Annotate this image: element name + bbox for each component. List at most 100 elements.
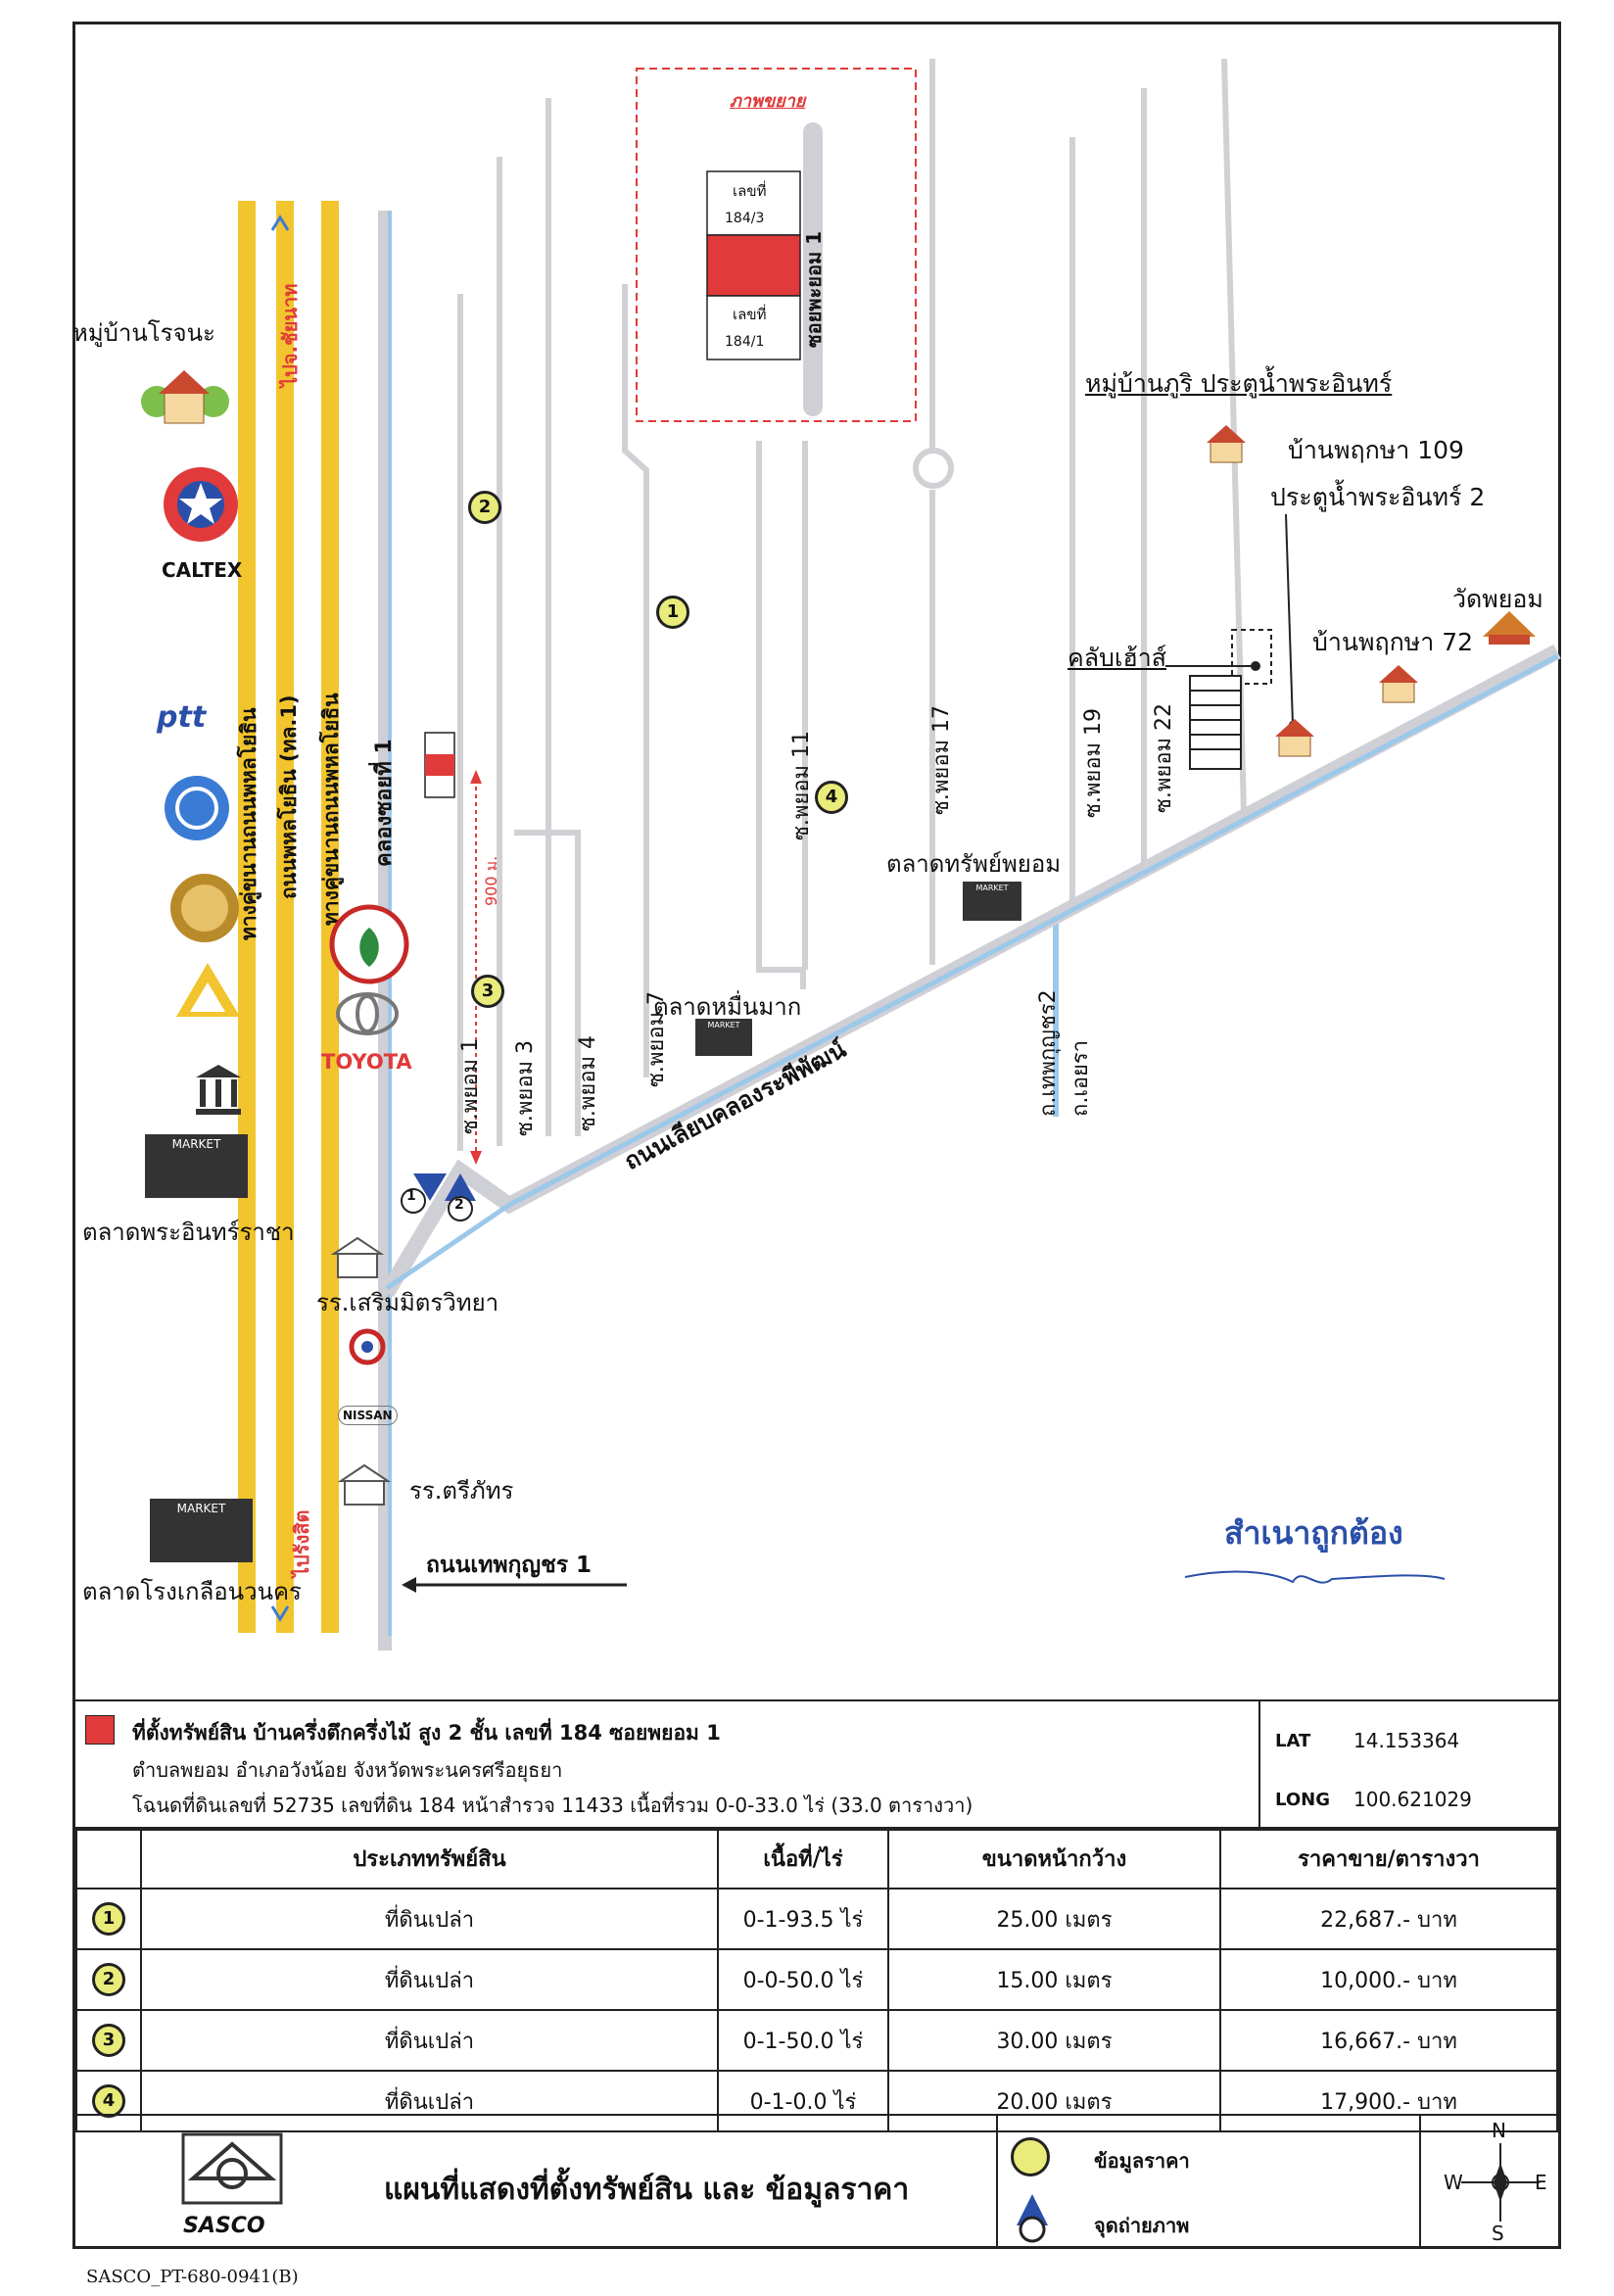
table-row: 2 ที่ดินเปล่า 0-0-50.0 ไร่ 15.00 เมตร 10…	[75, 1948, 1558, 2011]
legend-price-icon	[1011, 2137, 1050, 2176]
thep-kunchorn-1-label: ถนนเทพกุญชร 1	[426, 1553, 593, 1578]
house-icon-109	[1197, 421, 1256, 465]
caltex-logo	[162, 465, 240, 544]
caltex-label: CALTEX	[162, 558, 243, 582]
legend-photo-label: จุดถ่ายภาพ	[1094, 2214, 1190, 2237]
cell-price: 16,667.- บาท	[1219, 2009, 1558, 2072]
village-plots	[1189, 675, 1242, 770]
school-siphat-label: รร.ตรีภัทร	[409, 1477, 514, 1505]
plot-upper-no: 184/3	[725, 211, 765, 226]
house-icon-village	[1265, 715, 1324, 759]
long-value: 100.621029	[1353, 1788, 1472, 1811]
cell-price: 10,000.- บาท	[1219, 1948, 1558, 2011]
soi-3-label: ซ.พยอม 3	[513, 1039, 538, 1136]
baan-pruksa-109-label: บ้านพฤกษา 109	[1288, 436, 1464, 464]
soi-22-label: ซ.พยอม 22	[1152, 702, 1176, 813]
village-rojana-label: หมู่บ้านโรจนะ	[72, 319, 215, 347]
photo-point-1-no: 1	[406, 1188, 416, 1204]
bank-logo	[163, 774, 231, 842]
inset-box	[636, 68, 917, 422]
row-marker: 3	[92, 2024, 125, 2057]
klong-soi-1-label: คลองซอยที่ 1	[372, 739, 397, 867]
inset-title: ภาพขยาย	[730, 91, 806, 112]
plot-lower	[706, 295, 801, 360]
ptt-logo: ptt	[157, 700, 207, 735]
photo-point-1	[401, 1173, 447, 1214]
table-row: 1 ที่ดินเปล่า 0-1-93.5 ไร่ 25.00 เมตร 22…	[75, 1888, 1558, 1950]
temple-icon	[1479, 607, 1540, 646]
price-marker-3: 3	[471, 975, 504, 1008]
frontage-east-label: ทางคู่ขนานถนนพหลโยธิน	[319, 693, 343, 926]
table-row: 3 ที่ดินเปล่า 0-1-50.0 ไร่ 30.00 เมตร 16…	[75, 2009, 1558, 2072]
toyota-logo	[333, 989, 402, 1038]
legend-photo-icon	[1013, 2192, 1052, 2246]
pratunam-2-label: ประตูน้ำพระอินทร์ 2	[1270, 483, 1486, 511]
phahon-highway	[276, 201, 294, 1633]
sasco-label: SASCO	[183, 2214, 265, 2238]
soi-17-label: ซ.พยอม 17	[929, 704, 954, 815]
cell-type: ที่ดินเปล่า	[140, 2009, 719, 2072]
col-area: เนื้อที่/ไร่	[717, 1827, 889, 1889]
property-address: ตำบลพยอม อำเภอวังน้อย จังหวัดพระนครศรีอย…	[132, 1758, 563, 1782]
gsb-logo	[168, 872, 242, 945]
col-price: ราคาขาย/ตารางวา	[1219, 1827, 1558, 1889]
photo-point-2-no: 2	[454, 1197, 464, 1213]
sasco-logo	[178, 2129, 286, 2208]
compass-s: S	[1492, 2222, 1504, 2245]
inset-soi-road	[803, 122, 823, 416]
map-frame	[72, 22, 1561, 2249]
soi-19-label: ซ.พยอม 19	[1081, 707, 1106, 818]
market-icon-prainthra: MARKET	[145, 1134, 248, 1198]
cell-type: ที่ดินเปล่า	[140, 1948, 719, 2011]
cell-frontage: 30.00 เมตร	[887, 2009, 1221, 2072]
raphiphat-canal	[385, 653, 1559, 1291]
compass-icon	[1447, 2124, 1554, 2241]
distance-label: 900 ม.	[482, 855, 500, 906]
cell-price: 22,687.- บาท	[1219, 1888, 1558, 1950]
wat-payom-label: วัดพยอม	[1452, 585, 1543, 613]
club-house-label: คลับเฮ้าส์	[1068, 644, 1167, 672]
compass-e: E	[1535, 2171, 1547, 2194]
market-rongkluea-label: ตลาดโรงเกลือนวนคร	[82, 1578, 302, 1605]
roundabout	[913, 448, 954, 489]
subject-legend-swatch	[85, 1715, 115, 1745]
footer: SASCO แผนที่แสดงที่ตั้งทรัพย์สิน และ ข้อ…	[75, 2114, 1558, 2249]
market-prainthra-label: ตลาดพระอินทร์ราชา	[82, 1219, 295, 1246]
soi-4-branch	[514, 830, 581, 1136]
col-frontage: ขนาดหน้ากว้าง	[887, 1827, 1221, 1889]
price-marker-4: 4	[815, 781, 848, 814]
price-marker-1: 1	[656, 596, 689, 629]
bank-building-icon	[194, 1063, 243, 1117]
certified-stamp: สำเนาถูกต้อง	[1224, 1514, 1403, 1552]
ayara-label: ถ.เอยรา	[1068, 1039, 1093, 1117]
school-sermmit-label: รร.เสริมมิตรวิทยา	[316, 1289, 499, 1316]
phahon-main-label: ถนนพหลโยธิน (ทล.1)	[277, 694, 301, 899]
soi-11-road	[756, 441, 806, 989]
toyota-label: TOYOTA	[321, 1050, 412, 1074]
price-table-header: ประเภททรัพย์สิน เนื้อที่/ไร่ ขนาดหน้ากว้…	[75, 1827, 1558, 1889]
soi-11-label: ซ.พยอม 11	[789, 730, 814, 840]
club-house-box	[1231, 629, 1272, 685]
inset-soi-label: ซอยพะยอม 1	[802, 230, 826, 348]
property-info: ที่ตั้งทรัพย์สิน บ้านครึ่งตึกครึ่งไม้ สู…	[75, 1699, 1558, 1831]
market-muenmak-label: ตลาดหมื่นมาก	[653, 993, 802, 1021]
cell-type: ที่ดินเปล่า	[140, 1888, 719, 1950]
cell-area: 0-0-50.0 ไร่	[717, 1948, 889, 2011]
lat-label: LAT	[1275, 1731, 1311, 1751]
signature	[1184, 1570, 1446, 1584]
plot-upper-label: เลขที่	[733, 182, 767, 200]
frontage-road-west	[238, 201, 256, 1633]
col-type: ประเภททรัพย์สิน	[140, 1827, 719, 1889]
price-table: ประเภททรัพย์สิน เนื้อที่/ไร่ ขนาดหน้ากว้…	[75, 1827, 1558, 2132]
bank-logo-small	[348, 1327, 387, 1366]
cell-frontage: 25.00 เมตร	[887, 1888, 1221, 1950]
compass-n: N	[1492, 2119, 1506, 2142]
cell-area: 0-1-50.0 ไร่	[717, 2009, 889, 2072]
school-icon-sermmit	[328, 1232, 387, 1279]
house-icon	[135, 360, 233, 429]
house-icon-72	[1369, 661, 1428, 705]
map-title: แผนที่แสดงที่ตั้งทรัพย์สิน และ ข้อมูลราค…	[384, 2173, 910, 2207]
village-phuri-label: หมู่บ้านภูริ ประตูน้ำพระอินทร์	[1085, 369, 1393, 398]
pointer-line-109	[1285, 513, 1294, 726]
